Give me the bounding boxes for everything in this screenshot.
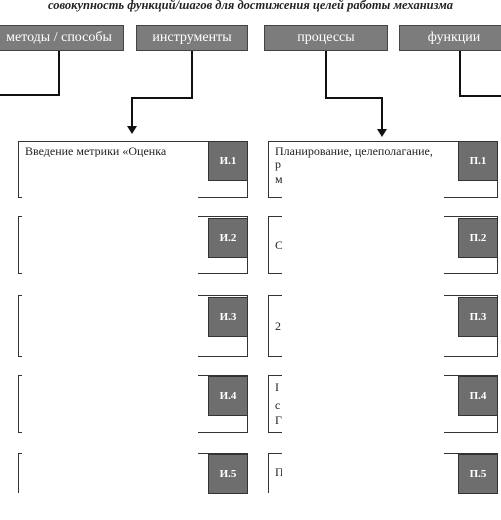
instrument-text-1: Введение метрики «Оценка [25, 144, 167, 158]
arrow-instruments [127, 126, 137, 134]
tag-i2: И.2 [208, 218, 248, 258]
process-text-3: 2 [275, 319, 281, 333]
process-text-1b: р [275, 157, 281, 171]
tag-p5: П.5 [458, 454, 498, 494]
connector-instruments-down [131, 97, 133, 126]
diagram-caption: совокупность функций/шагов для достижени… [47, 0, 454, 12]
header-functions: функции [399, 25, 501, 51]
arrow-processes [377, 129, 387, 137]
tag-i3: И.3 [208, 297, 248, 337]
process-text-1: Планирование, целеполагание, [275, 144, 433, 158]
tag-p1: П.1 [458, 141, 498, 181]
connector-processes-v [325, 51, 327, 98]
tag-i5: И.5 [208, 454, 248, 494]
connector-methods-h [0, 94, 60, 96]
header-processes: процессы [264, 25, 388, 51]
connector-processes-h [325, 97, 383, 99]
process-text-1c: м [275, 172, 283, 186]
connector-processes-down [381, 97, 383, 129]
process-text-4b: с [275, 398, 281, 412]
connector-instruments-h [131, 97, 193, 99]
tag-i4: И.4 [208, 376, 248, 416]
occlusion-left [22, 157, 198, 485]
tag-i1: И.1 [208, 141, 248, 181]
connector-functions-h [459, 95, 501, 97]
header-methods: методы / способы [0, 25, 124, 51]
process-text-4: I [275, 380, 279, 394]
tag-p4: П.4 [458, 376, 498, 416]
connector-instruments-v [191, 51, 193, 98]
tag-p2: П.2 [458, 218, 498, 258]
tag-p3: П.3 [458, 297, 498, 337]
connector-functions-v [459, 51, 461, 97]
occlusion-right [282, 158, 444, 486]
header-instruments: инструменты [136, 25, 248, 51]
connector-methods [58, 51, 60, 95]
process-text-2: С [275, 238, 284, 252]
